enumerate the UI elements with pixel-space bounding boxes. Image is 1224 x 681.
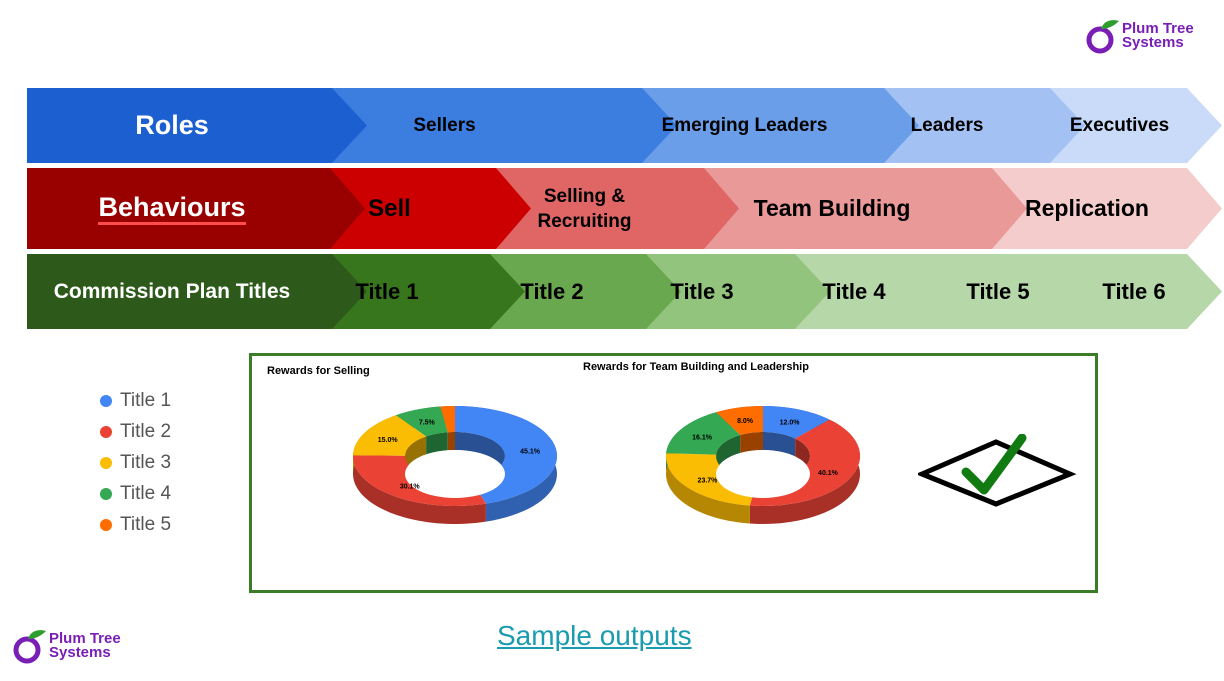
logo-line1: Plum Tree [49, 630, 121, 647]
donut-slice [666, 412, 741, 455]
title-6: Title 6 [1102, 278, 1166, 304]
donut-slice-label: 8.0% [737, 418, 754, 425]
donut-slice [353, 415, 427, 456]
donut-slice-label: 7.5% [419, 420, 436, 427]
behaviours-row: Behaviours Sell Selling & Recruiting Tea… [27, 168, 1222, 249]
chevron-segment [461, 168, 739, 249]
donut-slice [716, 406, 763, 435]
chevron-segment [27, 168, 365, 249]
legend-swatch [100, 425, 112, 438]
donut-slice-label: 12.0% [780, 420, 801, 427]
donut-hole-wall [426, 432, 448, 455]
title-3: Title 3 [670, 278, 734, 304]
behaviours-header: Behaviours [27, 168, 317, 249]
donut-slice-side [353, 455, 486, 524]
logo-line2: Systems [1122, 34, 1184, 51]
legend-item: Title 5 [100, 509, 171, 540]
logo-line1: Plum Tree [1122, 20, 1194, 37]
chart-legend: Title 1 Title 2 Title 3 Title 4 Title 5 [100, 385, 171, 540]
title-2: Title 2 [520, 278, 584, 304]
title-5: Title 5 [966, 278, 1030, 304]
sample-charts-frame: Rewards for Selling Rewards for Team Bui… [249, 353, 1098, 593]
donut-hole [716, 450, 810, 498]
titles-header: Commission Plan Titles [53, 279, 291, 303]
legend-item: Title 1 [100, 385, 171, 416]
chevron-segment [607, 88, 919, 163]
legend-item: Title 2 [100, 416, 171, 447]
donut-hole-wall [740, 432, 763, 453]
donut-hole-wall [763, 432, 796, 457]
chevron-segment [297, 88, 677, 163]
chevron-segment [849, 88, 1085, 163]
donut-hole-wall [405, 436, 427, 474]
donut-slice-label: 16.1% [692, 434, 713, 441]
behaviours-chevrons [27, 168, 1222, 249]
behaviour-sell: Sell [368, 194, 411, 222]
plum-icon [1086, 20, 1119, 54]
legend-swatch [100, 518, 112, 531]
logo-line2: Systems [49, 644, 111, 661]
donut-slice-label: 45.1% [520, 448, 541, 455]
title-1: Title 1 [355, 278, 419, 304]
chevron-segment [760, 254, 979, 329]
chevron-segment [669, 168, 1027, 249]
donut-hole-wall [716, 434, 741, 473]
donut-hole [405, 450, 505, 498]
donut-slice-side [749, 419, 860, 524]
donut-slice-label: 40.1% [818, 470, 839, 477]
legend-swatch [100, 394, 112, 407]
roles-row: Roles Sellers Emerging Leaders Leaders E… [27, 88, 1222, 163]
role-emerging-leaders: Emerging Leaders [661, 114, 828, 136]
chevron-segment [957, 168, 1222, 249]
donut-slice [396, 406, 448, 437]
behaviour-replication: Replication [1025, 195, 1149, 221]
plum-tree-logo-footer: Plum Tree Systems [13, 626, 121, 666]
donut-slice [440, 406, 455, 433]
chevron-segment [27, 88, 367, 163]
roles-chevrons [27, 88, 1222, 163]
sample-outputs-link[interactable]: Sample outputs [497, 620, 692, 651]
chart-title-selling: Rewards for Selling [267, 365, 370, 377]
title-4: Title 4 [822, 278, 886, 304]
plum-tree-logo: Plum Tree Systems [1086, 16, 1194, 56]
titles-chevrons [27, 254, 1222, 329]
donut-charts: 45.1% 30.1% 15.0% 7.5% 12.0% 40.1% 23.7% 16.1% 8… [353, 406, 860, 524]
role-executives: Executives [1069, 114, 1170, 136]
legend-item: Title 3 [100, 447, 171, 478]
role-leaders: Leaders [910, 114, 984, 136]
titles-row: Commission Plan Titles Title 1 Title 2 T… [27, 254, 1222, 329]
plum-icon [13, 630, 46, 664]
chevron-segment [297, 254, 525, 329]
checkbox-checkmark-icon [918, 434, 1077, 507]
donut-slice-label: 23.7% [698, 478, 719, 485]
behaviour-selling-recruiting: Selling & Recruiting [537, 185, 632, 232]
chevron-segment [455, 254, 681, 329]
chart-title-team-building: Rewards for Team Building and Leadership [583, 361, 809, 373]
legend-item: Title 4 [100, 478, 171, 509]
roles-header: Roles [135, 110, 209, 140]
chevron-segment [295, 168, 531, 249]
donut-slice [763, 406, 830, 439]
donut-hole-wall [447, 432, 455, 451]
donut-slice-label: 30.1% [400, 484, 421, 491]
donut-slice-label: 15.0% [378, 437, 399, 444]
legend-swatch [100, 487, 112, 500]
legend-swatch [100, 456, 112, 469]
donut-slice-side [666, 453, 750, 524]
role-sellers: Sellers [413, 114, 476, 136]
chevron-segment [27, 254, 367, 329]
behaviour-team-building: Team Building [753, 195, 911, 221]
chevron-segment [611, 254, 830, 329]
